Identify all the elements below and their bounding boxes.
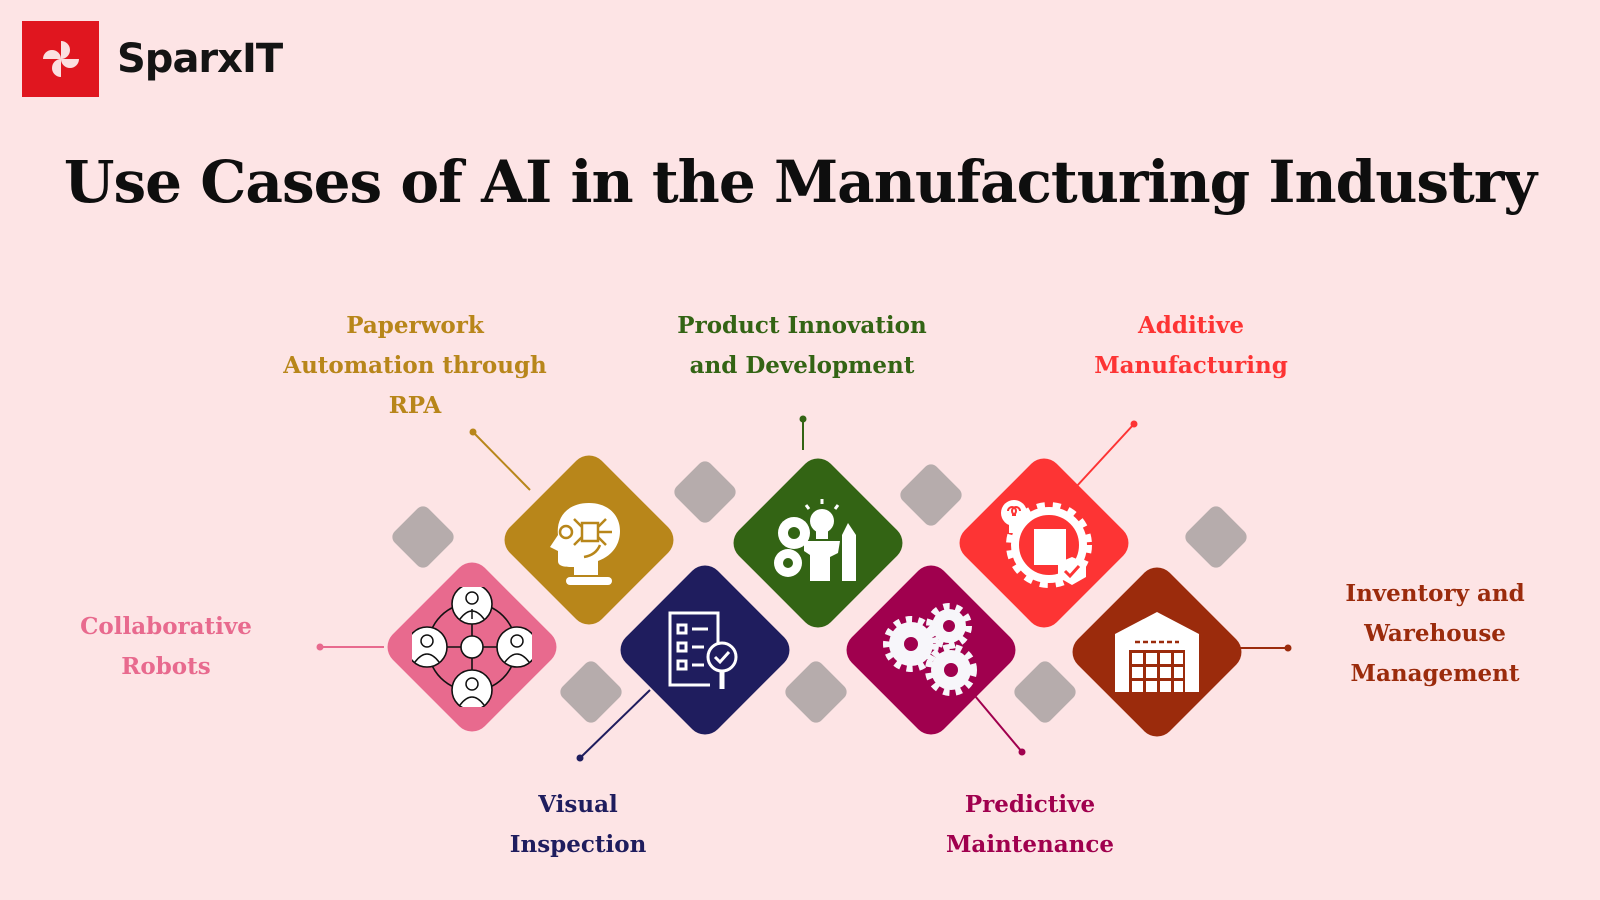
- label-product-innovation: Product Innovation and Development: [677, 312, 927, 379]
- three-gears-icon: [883, 603, 977, 696]
- label-additive-manufacturing: Additive Manufacturing: [1094, 312, 1288, 379]
- people-network-icon: [412, 587, 532, 707]
- brand-logo: SparxIT: [22, 21, 283, 97]
- gear-box-shield-icon: [1001, 500, 1092, 588]
- pinwheel-logo-icon: [22, 21, 99, 97]
- brand-name: SparxIT: [117, 36, 283, 82]
- label-paperwork-automation: Paperwork Automation through RPA: [283, 312, 547, 419]
- label-collaborative-robots: Collaborative Robots: [80, 613, 252, 680]
- label-inventory-warehouse: Inventory and Warehouse Management: [1345, 580, 1525, 687]
- checklist-magnifier-icon: [668, 611, 738, 689]
- label-visual-inspection: Visual Inspection: [509, 791, 647, 858]
- gears-bulb-pencil-icon: [774, 499, 856, 581]
- ai-head-chip-icon: [550, 503, 620, 585]
- page-title: Use Cases of AI in the Manufacturing Ind…: [63, 148, 1537, 216]
- warehouse-icon: [1115, 612, 1199, 692]
- label-predictive-maintenance: Predictive Maintenance: [945, 791, 1115, 858]
